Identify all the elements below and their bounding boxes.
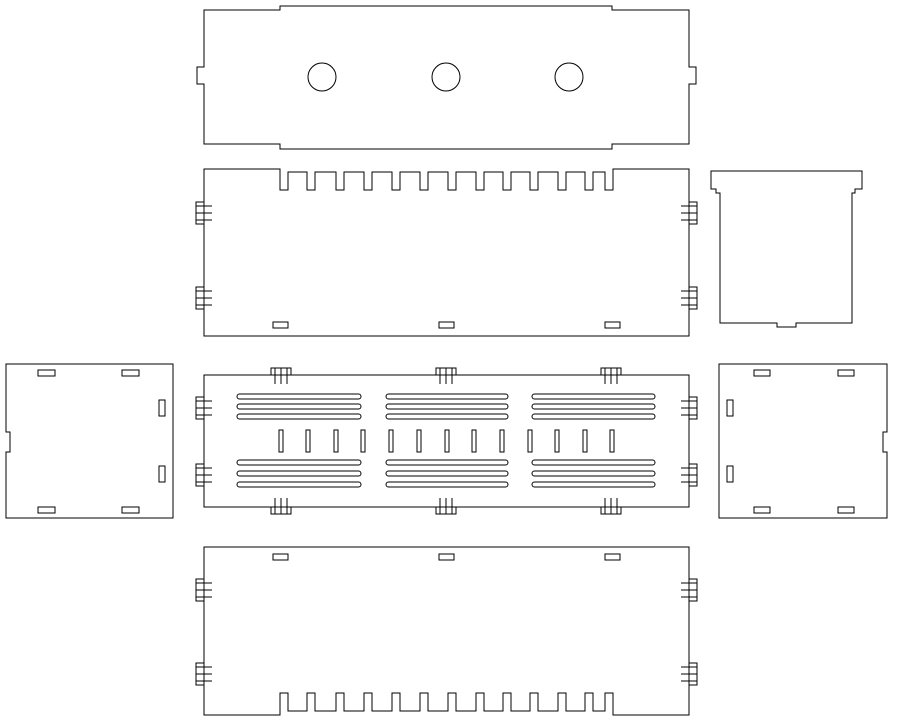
right-end-slot-5 bbox=[727, 400, 733, 416]
left-end-slot-6 bbox=[159, 466, 165, 482]
base-vent-slots bbox=[237, 394, 655, 487]
back-slot-right bbox=[605, 554, 620, 560]
lid-hole-right bbox=[555, 63, 583, 91]
small-side-outline bbox=[711, 171, 862, 327]
lid-hole-center bbox=[432, 63, 460, 91]
right-end-slot-3 bbox=[754, 507, 770, 513]
left-end-slot-1 bbox=[38, 370, 55, 376]
back-slot-left bbox=[273, 554, 288, 560]
left-end-slot-3 bbox=[38, 507, 55, 513]
base-outline bbox=[204, 375, 689, 507]
back-flex-joints bbox=[196, 579, 697, 685]
back-slot-center bbox=[439, 554, 454, 560]
back-wall-outline bbox=[204, 547, 689, 715]
right-end-slot-6 bbox=[727, 466, 733, 482]
small-side-panel bbox=[711, 171, 862, 327]
front-slot-right bbox=[605, 322, 620, 328]
left-end-outline bbox=[6, 364, 173, 518]
front-flex-joints bbox=[196, 202, 697, 309]
base-panel bbox=[196, 368, 697, 514]
front-wall-panel bbox=[196, 169, 697, 336]
back-wall-panel bbox=[196, 547, 697, 715]
left-end-panel bbox=[6, 364, 173, 518]
top-lid-panel bbox=[197, 6, 696, 149]
left-end-slot-2 bbox=[122, 370, 139, 376]
left-end-slot-4 bbox=[122, 507, 139, 513]
front-slot-center bbox=[439, 322, 454, 328]
right-end-slot-2 bbox=[838, 370, 854, 376]
front-wall-outline bbox=[204, 169, 689, 336]
front-slot-left bbox=[273, 322, 288, 328]
left-end-slot-5 bbox=[159, 400, 165, 416]
lid-hole-left bbox=[308, 63, 336, 91]
right-end-slot-1 bbox=[754, 370, 770, 376]
right-end-panel bbox=[719, 364, 887, 518]
base-flex-joints bbox=[196, 368, 697, 514]
right-end-outline bbox=[719, 364, 887, 518]
top-lid-outline bbox=[197, 6, 696, 149]
base-vertical-slots bbox=[279, 430, 614, 452]
right-end-slot-4 bbox=[838, 507, 854, 513]
